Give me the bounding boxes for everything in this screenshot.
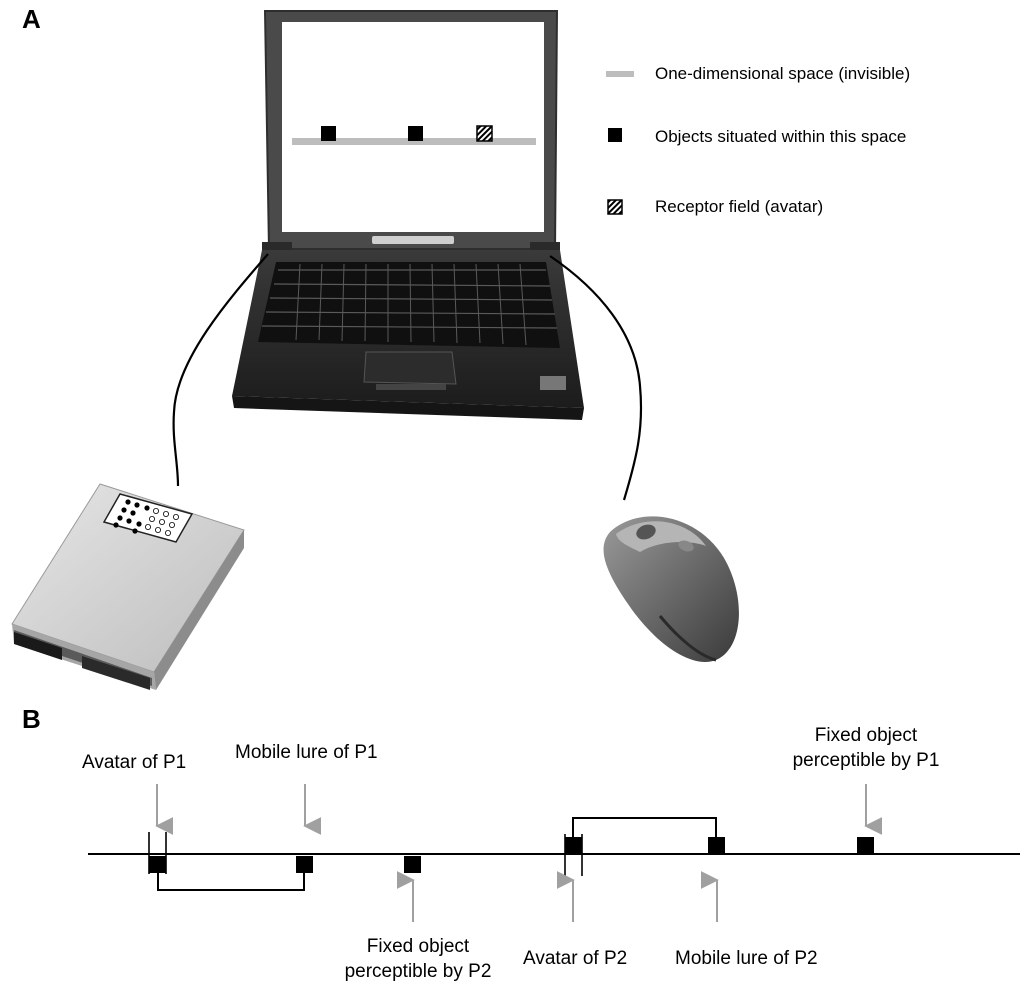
avatar-p1-block	[149, 856, 166, 873]
tactile-device-cable	[172, 253, 269, 487]
screen-avatar-receptor	[476, 125, 493, 142]
annotation-fixed-object-p2-line1: Fixed object	[366, 936, 470, 957]
mobile-lure-p2-block	[708, 837, 725, 854]
fixed-object-p1	[857, 837, 874, 854]
annotation-mobile-lure-p1: Mobile lure of P1	[235, 742, 378, 763]
legend-label-receptor: Receptor field (avatar)	[655, 197, 824, 216]
mouse-cable	[549, 255, 643, 501]
legend-label-space: One-dimensional space (invisible)	[655, 64, 911, 83]
annotation-fixed-object-p1: Fixed object perceptible by P1	[788, 723, 944, 773]
annotation-avatar-p1: Avatar of P1	[82, 752, 187, 773]
laptop-illustration	[232, 10, 584, 420]
panel-b-label: B	[22, 704, 41, 734]
gray-line-icon	[606, 71, 634, 77]
annotation-mobile-lure-p2: Mobile lure of P2	[675, 948, 818, 969]
mouse-illustration	[603, 516, 739, 662]
annotation-avatar-p2: Avatar of P2	[523, 948, 628, 969]
tactile-stimulator-device	[11, 483, 245, 690]
p1-connection-bracket	[157, 873, 305, 891]
screen-object-1	[321, 126, 336, 141]
annotation-fixed-object-p1-line2: perceptible by P1	[792, 750, 940, 772]
panel-a-label: A	[22, 4, 41, 34]
screen-object-2	[408, 126, 423, 141]
hatched-square-icon	[607, 199, 623, 215]
one-dimensional-space-line	[292, 138, 536, 145]
annotation-fixed-object-p2: Fixed object perceptible by P2	[340, 934, 496, 984]
p2-connection-bracket	[572, 817, 717, 837]
legend-label-objects: Objects situated within this space	[655, 127, 907, 146]
fixed-object-p2	[404, 856, 421, 873]
mobile-lure-p1-block	[296, 856, 313, 873]
annotation-fixed-object-p1-line1: Fixed object	[814, 725, 918, 746]
avatar-p2-block	[565, 837, 582, 854]
black-square-icon	[608, 128, 622, 142]
annotation-fixed-object-p2-line2: perceptible by P2	[344, 961, 492, 983]
